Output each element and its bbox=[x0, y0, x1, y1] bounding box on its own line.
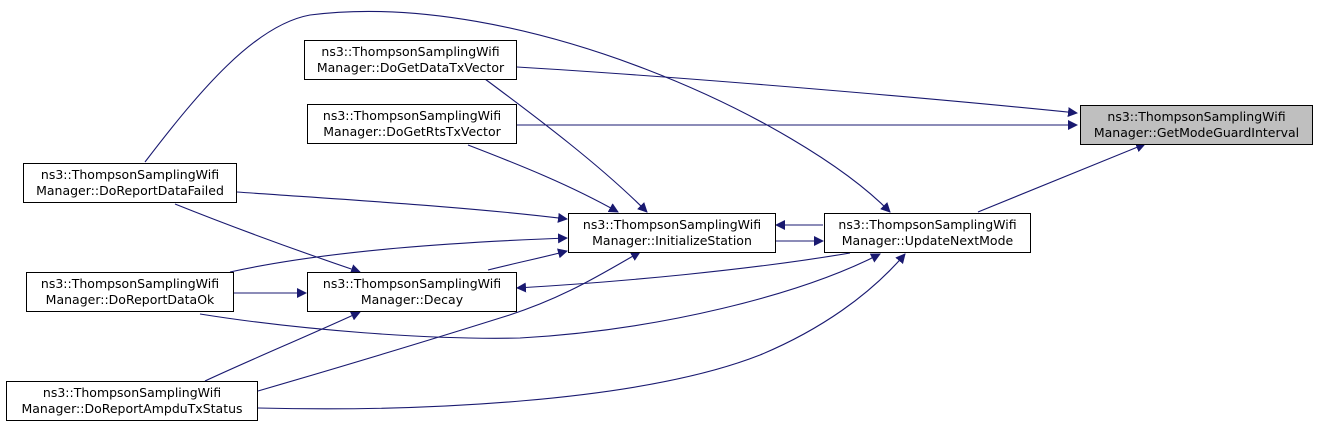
node-line-1: ns3::ThompsonSamplingWifi bbox=[322, 276, 502, 291]
edge-updatenextmode-getmodeguardinterval bbox=[977, 142, 1146, 213]
edge-doreportampdutxstatus-updatenextmode bbox=[257, 253, 906, 410]
node-line-1: ns3::ThompsonSamplingWifi bbox=[582, 217, 762, 232]
edge-doreportampdutxstatus-decay bbox=[204, 311, 361, 382]
edge-doreportampdutxstatus-initializestation bbox=[257, 251, 641, 392]
edge-doreportdataok-initializestation bbox=[229, 233, 568, 273]
edge-doreportdataok-updatenextmode bbox=[199, 253, 881, 339]
node-get-mode-guard-interval: ns3::ThompsonSamplingWifi Manager::GetMo… bbox=[1080, 105, 1313, 145]
node-line-1: ns3::ThompsonSamplingWifi bbox=[40, 167, 220, 182]
node-do-report-data-ok[interactable]: ns3::ThompsonSamplingWifi Manager::DoRep… bbox=[26, 272, 234, 312]
edge-dogetrtstxvector-initializestation bbox=[467, 144, 619, 213]
edge-doreportdatafailed-updatenextmode bbox=[144, 10, 891, 213]
node-line-1: ns3::ThompsonSamplingWifi bbox=[838, 217, 1017, 232]
edge-dogetdatatxvector-initializestation bbox=[484, 78, 648, 213]
node-line-2: Manager::GetModeGuardInterval bbox=[1093, 125, 1300, 140]
edge-decay-initializestation bbox=[487, 248, 568, 271]
node-line-1: ns3::ThompsonSamplingWifi bbox=[322, 108, 502, 123]
node-do-get-rts-tx-vector[interactable]: ns3::ThompsonSamplingWifi Manager::DoGet… bbox=[307, 104, 517, 144]
node-update-next-mode[interactable]: ns3::ThompsonSamplingWifi Manager::Updat… bbox=[824, 213, 1031, 253]
node-do-get-data-tx-vector[interactable]: ns3::ThompsonSamplingWifi Manager::DoGet… bbox=[304, 40, 517, 80]
node-do-report-data-failed[interactable]: ns3::ThompsonSamplingWifi Manager::DoRep… bbox=[23, 163, 237, 203]
node-line-2: Manager::DoReportAmpduTxStatus bbox=[21, 401, 243, 416]
node-line-2: Manager::DoGetDataTxVector bbox=[316, 60, 505, 75]
edge-doreportdatafailed-decay bbox=[174, 203, 361, 274]
edge-doreportdatafailed-initializestation bbox=[236, 191, 568, 223]
node-line-1: ns3::ThompsonSamplingWifi bbox=[42, 385, 222, 400]
node-line-2: Manager::UpdateNextMode bbox=[841, 233, 1014, 248]
node-decay[interactable]: ns3::ThompsonSamplingWifi Manager::Decay bbox=[307, 272, 517, 312]
node-line-2: Manager::DoGetRtsTxVector bbox=[323, 124, 501, 139]
node-line-1: ns3::ThompsonSamplingWifi bbox=[321, 44, 500, 59]
edge-updatenextmode-decay bbox=[516, 252, 851, 293]
node-line-2: Manager::InitializeStation bbox=[592, 233, 752, 248]
node-line-2: Manager::DoReportDataOk bbox=[45, 292, 215, 307]
node-line-2: Manager::Decay bbox=[360, 292, 464, 307]
node-initialize-station[interactable]: ns3::ThompsonSamplingWifi Manager::Initi… bbox=[568, 213, 776, 253]
node-do-report-ampdu-tx-status[interactable]: ns3::ThompsonSamplingWifi Manager::DoRep… bbox=[6, 381, 258, 421]
node-line-1: ns3::ThompsonSamplingWifi bbox=[1107, 109, 1286, 124]
edge-dogetdatatxvector-getmodeguardinterval bbox=[516, 66, 1078, 118]
node-line-2: Manager::DoReportDataFailed bbox=[36, 183, 224, 198]
node-line-1: ns3::ThompsonSamplingWifi bbox=[40, 276, 220, 291]
